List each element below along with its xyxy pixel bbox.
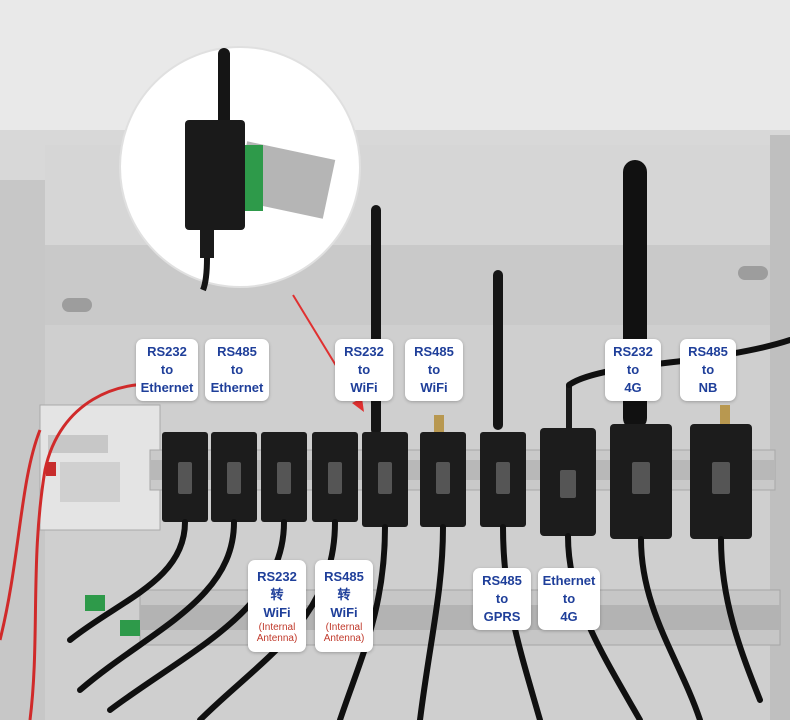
label-rs232-wifi-internal-antenna: RS232 转 WiFi (Internal Antenna): [248, 560, 306, 652]
label-rs485-to-ethernet: RS485 to Ethernet: [205, 339, 269, 401]
power-wires: [0, 382, 161, 720]
label-line-3: NB: [698, 380, 718, 395]
antenna-2: [493, 270, 503, 430]
label-rs485-to-nb: RS485 to NB: [680, 339, 736, 401]
device-modules: [162, 424, 752, 539]
label-line-2: to: [701, 362, 715, 377]
label-line-2: to: [427, 362, 441, 377]
label-rs485-to-wifi: RS485 to WiFi: [405, 339, 463, 401]
label-line-2: to: [495, 591, 509, 606]
label-line-1: RS485: [414, 344, 454, 359]
label-line-2: 转: [270, 587, 284, 602]
label-line-2: to: [626, 362, 640, 377]
label-ethernet-to-4g: Ethernet to 4G: [538, 568, 600, 630]
label-rs232-to-ethernet: RS232 to Ethernet: [136, 339, 198, 401]
label-line-1: Ethernet: [542, 573, 596, 588]
label-line-3: WiFi: [263, 605, 291, 620]
label-rs485-to-gprs: RS485 to GPRS: [473, 568, 531, 630]
label-line-2: to: [562, 591, 576, 606]
label-line-3: WiFi: [350, 380, 378, 395]
label-line-3: Ethernet: [140, 380, 194, 395]
label-line-3: GPRS: [483, 609, 521, 624]
inset-device: [185, 120, 245, 230]
label-line-1: RS232: [344, 344, 384, 359]
label-line-3: 4G: [624, 380, 642, 395]
label-line-2: to: [160, 362, 174, 377]
label-line-3: Ethernet: [210, 380, 264, 395]
label-line-1: RS485: [217, 344, 257, 359]
label-line-2: to: [357, 362, 371, 377]
label-note-1: (Internal: [258, 622, 296, 633]
terminal-block-1: [85, 595, 105, 611]
label-note-2: Antenna): [323, 633, 365, 644]
label-line-3: 4G: [560, 609, 578, 624]
label-note-2: Antenna): [256, 633, 298, 644]
label-note-1: (Internal: [325, 622, 363, 633]
label-line-1: RS485: [688, 344, 728, 359]
label-line-3: WiFi: [420, 380, 448, 395]
label-line-3: WiFi: [330, 605, 358, 620]
label-rs485-wifi-internal-antenna: RS485 转 WiFi (Internal Antenna): [315, 560, 373, 652]
label-line-1: RS232: [147, 344, 187, 359]
label-line-1: RS232: [257, 569, 297, 584]
zoom-inset: [119, 46, 361, 292]
device-brand-marks: [178, 462, 730, 498]
label-line-1: RS485: [482, 573, 522, 588]
label-rs232-to-wifi: RS232 to WiFi: [335, 339, 393, 401]
terminal-block-2: [120, 620, 140, 636]
label-line-1: RS485: [324, 569, 364, 584]
label-line-1: RS232: [613, 344, 653, 359]
label-line-2: 转: [337, 587, 351, 602]
label-line-2: to: [230, 362, 244, 377]
label-rs232-to-4g: RS232 to 4G: [605, 339, 661, 401]
